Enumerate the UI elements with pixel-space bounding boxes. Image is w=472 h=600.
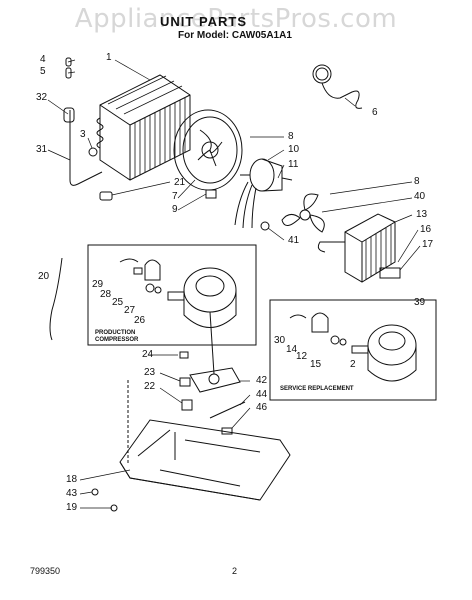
production-label: PRODUCTION [95, 330, 136, 336]
callout-21: 21 [174, 177, 186, 188]
callout-26: 26 [134, 315, 146, 326]
callout-14: 14 [286, 344, 298, 355]
callout-46: 46 [256, 402, 268, 413]
callout-23: 23 [144, 367, 156, 378]
callout-2: 2 [350, 359, 356, 370]
callout-13: 13 [416, 209, 428, 220]
callout-8-top: 8 [288, 131, 294, 142]
compressor-label: COMPRESSOR [95, 337, 139, 343]
callout-9: 9 [172, 204, 178, 215]
callout-44: 44 [256, 389, 268, 400]
callout-41: 41 [288, 235, 300, 246]
callout-25: 25 [112, 297, 124, 308]
callout-20: 20 [38, 271, 50, 282]
watermark: AppliancePartsPros.com [74, 4, 398, 34]
callout-30: 30 [274, 335, 286, 346]
callout-24: 24 [142, 349, 154, 360]
callout-6: 6 [372, 107, 378, 118]
callout-32: 32 [36, 92, 48, 103]
model-subtitle: For Model: CAW05A1A1 [178, 30, 292, 41]
callout-8-right: 8 [414, 176, 420, 187]
callout-17: 17 [422, 239, 434, 250]
callout-42: 42 [256, 375, 268, 386]
fan-shroud [173, 109, 243, 191]
page-number: 2 [232, 566, 238, 576]
callout-5: 5 [40, 66, 46, 77]
condenser-coil [69, 74, 191, 186]
callout-15: 15 [310, 359, 322, 370]
callout-29: 29 [92, 279, 104, 290]
callout-40: 40 [414, 191, 426, 202]
mounting-bracket [189, 311, 241, 393]
callout-12: 12 [296, 351, 308, 362]
callout-39: 39 [414, 297, 426, 308]
callout-10: 10 [288, 144, 300, 155]
fan-blade [281, 193, 325, 233]
power-cord [312, 64, 363, 109]
callout-22: 22 [144, 381, 156, 392]
callout-16: 16 [420, 224, 432, 235]
callout-27: 27 [124, 305, 136, 316]
service-compressor [289, 312, 417, 382]
fan-motor [234, 158, 293, 229]
callout-19: 19 [66, 502, 78, 513]
evaporator-coil [317, 213, 396, 283]
footer-code: 799350 [30, 566, 61, 576]
callout-31: 31 [36, 144, 48, 155]
callout-43: 43 [66, 488, 78, 499]
service-replacement-box [269, 299, 437, 401]
callout-18: 18 [66, 474, 78, 485]
production-compressor-box [87, 244, 257, 346]
service-replacement-label: SERVICE REPLACEMENT [280, 386, 354, 392]
wire-harness [49, 257, 63, 341]
callout-3: 3 [80, 129, 86, 140]
base-pan [119, 380, 291, 501]
callout-7: 7 [172, 191, 178, 202]
callout-28: 28 [100, 289, 112, 300]
callout-4: 4 [40, 54, 46, 65]
page-title: UNIT PARTS [160, 14, 248, 29]
callout-1: 1 [106, 52, 112, 63]
callout-11: 11 [288, 159, 299, 170]
